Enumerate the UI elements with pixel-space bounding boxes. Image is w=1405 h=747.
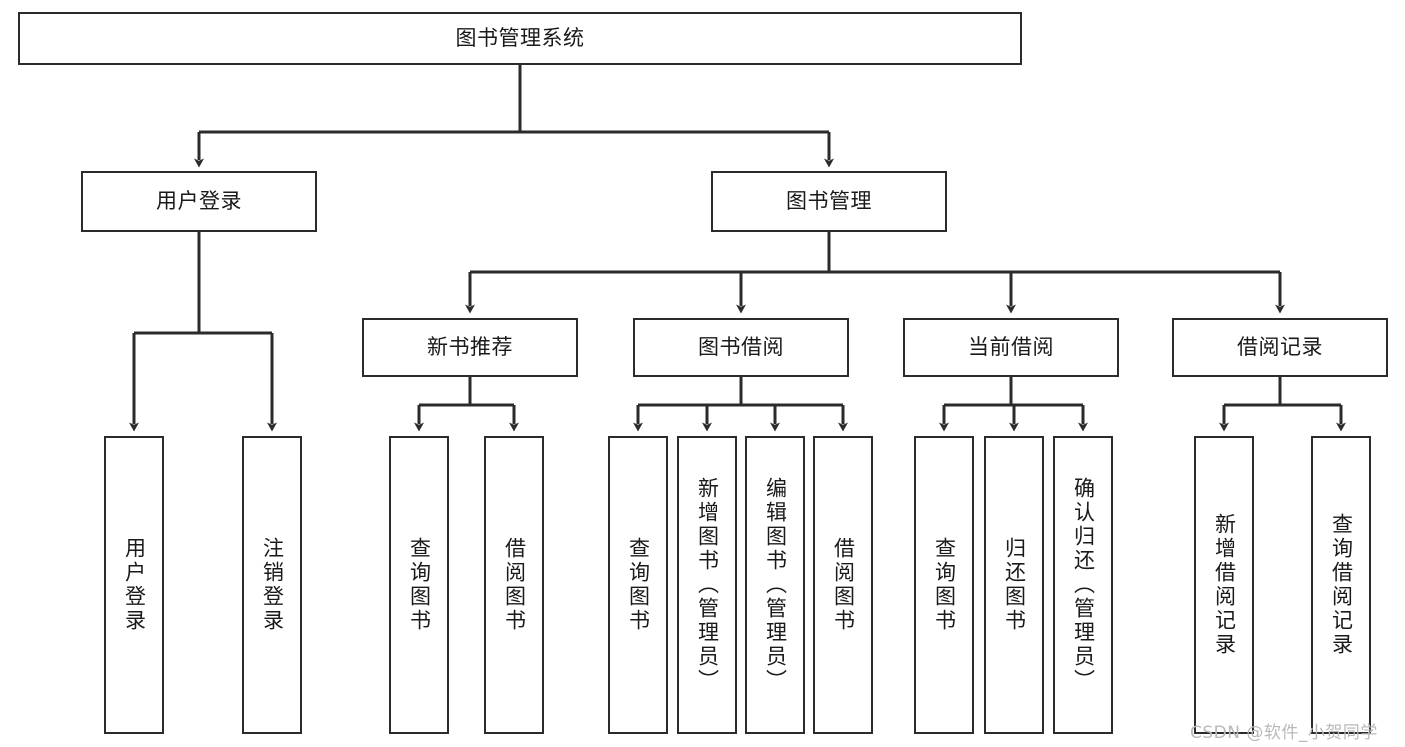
edges-book-borrow-to-leaves [633,377,848,432]
node-leaf-query-book-1[interactable]: 查询图书 [389,436,449,734]
node-leaf-borrow-book-2-label: 借阅图书 [831,537,856,633]
node-leaf-query-book-1-label: 查询图书 [407,537,432,633]
node-book-borrow[interactable]: 图书借阅 [633,318,849,377]
node-new-book-recommend-label: 新书推荐 [427,335,513,360]
node-leaf-query-book-3-label: 查询图书 [932,537,957,633]
node-leaf-add-record[interactable]: 新增借阅记录 [1194,436,1254,734]
node-leaf-query-book-2-label: 查询图书 [626,537,651,633]
node-leaf-edit-book[interactable]: 编辑图书（管理员） [745,436,805,734]
node-leaf-edit-book-label: 编辑图书（管理员） [763,477,788,693]
node-leaf-confirm-return[interactable]: 确认归还（管理员） [1053,436,1113,734]
node-leaf-query-record[interactable]: 查询借阅记录 [1311,436,1371,734]
edges-user-login-to-leaves [129,232,277,432]
node-root-label: 图书管理系统 [455,26,585,51]
node-leaf-return-book-label: 归还图书 [1002,537,1027,633]
node-new-book-recommend[interactable]: 新书推荐 [362,318,578,377]
node-leaf-add-record-label: 新增借阅记录 [1212,513,1237,657]
node-book-manage-label: 图书管理 [786,189,872,214]
edges-borrow-record-to-leaves [1219,377,1346,432]
node-user-login-label: 用户登录 [156,189,242,214]
node-leaf-add-book-label: 新增图书（管理员） [695,477,720,693]
node-leaf-borrow-book-1-label: 借阅图书 [502,537,527,633]
node-book-manage[interactable]: 图书管理 [711,171,947,232]
node-leaf-return-book[interactable]: 归还图书 [984,436,1044,734]
edges-current-borrow-to-leaves [939,377,1088,432]
edges-new-book-recommend-to-leaves [414,377,519,432]
node-leaf-user-login-label: 用户登录 [122,537,147,633]
node-user-login[interactable]: 用户登录 [81,171,317,232]
edges-book-manage-to-level3 [465,232,1285,314]
node-leaf-query-record-label: 查询借阅记录 [1329,513,1354,657]
node-current-borrow-label: 当前借阅 [968,335,1054,360]
node-leaf-confirm-return-label: 确认归还（管理员） [1071,477,1096,693]
node-leaf-query-book-3[interactable]: 查询图书 [914,436,974,734]
node-leaf-borrow-book-2[interactable]: 借阅图书 [813,436,873,734]
node-current-borrow[interactable]: 当前借阅 [903,318,1119,377]
node-borrow-record-label: 借阅记录 [1237,335,1323,360]
node-leaf-logout-login[interactable]: 注销登录 [242,436,302,734]
edges-root-to-level2 [194,65,834,168]
node-leaf-borrow-book-1[interactable]: 借阅图书 [484,436,544,734]
node-book-borrow-label: 图书借阅 [698,335,784,360]
node-borrow-record[interactable]: 借阅记录 [1172,318,1388,377]
node-leaf-user-login[interactable]: 用户登录 [104,436,164,734]
node-root[interactable]: 图书管理系统 [18,12,1022,65]
node-leaf-query-book-2[interactable]: 查询图书 [608,436,668,734]
node-leaf-logout-login-label: 注销登录 [260,537,285,633]
node-leaf-add-book[interactable]: 新增图书（管理员） [677,436,737,734]
